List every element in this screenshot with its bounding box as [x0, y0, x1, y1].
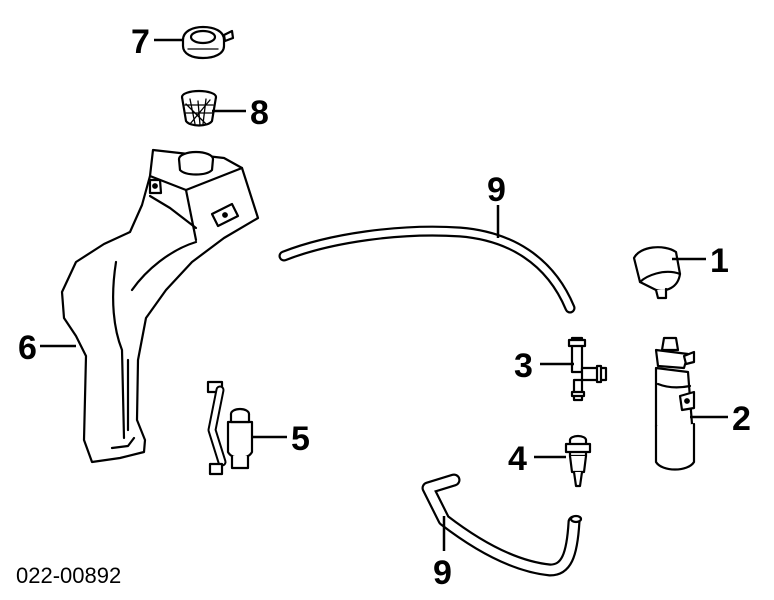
callout-6: 6 [18, 329, 37, 367]
callout-1: 1 [710, 242, 729, 280]
filler-cap-part [181, 25, 235, 60]
part-number: 022-00892 [16, 563, 121, 588]
hose-lower-part [421, 473, 583, 577]
washer-pump-part [654, 336, 696, 471]
pump-with-elbow-part [206, 380, 254, 476]
callout-5: 5 [291, 420, 310, 458]
cap-part [632, 246, 682, 300]
check-valve-part [564, 434, 592, 488]
strainer-part [180, 89, 218, 127]
callout-9-lower: 9 [433, 554, 452, 592]
callout-3: 3 [514, 347, 533, 385]
hose-upper-part [278, 225, 576, 314]
callout-9-upper: 9 [487, 171, 506, 209]
tee-connector-part [567, 336, 608, 402]
callout-4: 4 [508, 440, 527, 478]
callout-8: 8 [250, 94, 269, 132]
callout-2: 2 [732, 400, 751, 438]
leader-lines [40, 38, 728, 551]
washer-reservoir-part [60, 148, 260, 464]
callout-7: 7 [131, 23, 150, 61]
